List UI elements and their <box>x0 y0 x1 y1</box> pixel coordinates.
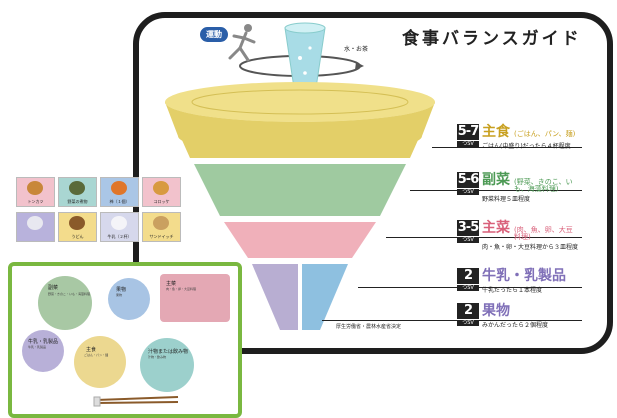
cheese-icon <box>27 216 43 230</box>
category-note: (ごはん、パン、麺) <box>514 130 576 138</box>
food-card[interactable]: 野菜の煮物 <box>58 177 97 207</box>
tonkatsu-icon <box>27 181 43 195</box>
plate-side-dish[interactable] <box>38 276 92 330</box>
plate-milk[interactable] <box>22 330 64 372</box>
plate-soup[interactable] <box>140 338 194 392</box>
category-note: (野菜、きのこ、いも、海藻料理) <box>514 178 573 193</box>
persimmon-icon <box>111 181 127 195</box>
category-name: 副菜 <box>482 172 510 188</box>
sv-unit: つSV <box>457 140 479 147</box>
leader-line-staple <box>432 147 582 148</box>
category-name: 果物 <box>482 303 510 319</box>
category-desc: みかんだったら２個程度 <box>482 322 549 329</box>
tier-staple <box>165 102 435 158</box>
simmered-vegetables-icon <box>69 181 85 195</box>
plate-fruit[interactable] <box>108 278 150 320</box>
category-desc: ごはん(中盛り)だったら４杯程度 <box>482 143 571 150</box>
category-desc: 牛乳だったら１本程度 <box>482 287 543 294</box>
plate-sub: 牛乳・乳製品 <box>28 345 47 349</box>
leader-line-main <box>386 237 582 238</box>
sandwich-icon <box>153 216 169 230</box>
tier-main-dish <box>224 222 376 258</box>
sv-value: 2 <box>457 268 479 284</box>
tier-milk <box>252 264 298 330</box>
food-card-label: コロッケ <box>153 199 170 204</box>
food-card[interactable]: トンカツ <box>16 177 55 207</box>
tier-side-dish <box>194 164 406 216</box>
food-card-label: うどん <box>71 234 84 239</box>
category-note: (肉、魚、卵、大豆料理) <box>514 226 573 241</box>
exercise-label: 運動 <box>200 27 228 42</box>
category-desc: 肉・魚・卵・大豆料理から３皿程度 <box>482 244 579 251</box>
plate-main-dish[interactable] <box>160 274 230 322</box>
food-card-label: 牛乳（２杯） <box>107 234 132 239</box>
plate-label: 副菜 <box>48 285 59 291</box>
spinning-top-diagram <box>165 22 435 330</box>
food-card-label: 柿（１個） <box>109 199 130 204</box>
sv-unit: つSV <box>457 319 479 326</box>
plate-sub: 汁物・飲み物 <box>148 355 167 359</box>
sv-value: 5-6 <box>457 172 479 188</box>
chopsticks-icon <box>93 396 179 407</box>
croquette-icon <box>153 181 169 195</box>
food-card-label: 野菜の煮物 <box>67 199 88 204</box>
food-card[interactable]: 牛乳（２杯） <box>100 212 139 242</box>
plate-sub: ごはん・パン・麺 <box>84 353 109 357</box>
water-label: 水・お茶 <box>344 46 369 53</box>
udon-icon <box>69 216 85 230</box>
plate-sub: 野菜・きのこ・いも・海藻料理 <box>48 292 91 296</box>
leader-line-fruit <box>322 320 582 321</box>
plate-sub: 果物 <box>116 293 123 297</box>
plate-sub: 肉・魚・卵・大豆料理 <box>166 287 197 291</box>
leader-line-side <box>410 190 582 191</box>
sv-value: 5-7 <box>457 124 479 140</box>
guide-title: 食事バランスガイド <box>402 29 582 49</box>
category-name: 主菜 <box>482 220 510 236</box>
source-note: 厚生労働省・農林水産省決定 <box>336 324 402 330</box>
sv-unit: つSV <box>457 284 479 291</box>
plate-label: 果物 <box>116 287 127 293</box>
food-card[interactable]: 柿（１個） <box>100 177 139 207</box>
runner-icon <box>228 24 256 62</box>
food-card[interactable] <box>16 212 55 242</box>
food-card[interactable]: コロッケ <box>142 177 181 207</box>
food-card[interactable]: うどん <box>58 212 97 242</box>
sv-value: 3-5 <box>457 220 479 236</box>
plate-staple[interactable] <box>74 336 126 388</box>
plate-label: 主食 <box>86 347 97 353</box>
sv-value: 2 <box>457 303 479 319</box>
plate-label: 主菜 <box>166 281 177 287</box>
category-name: 牛乳・乳製品 <box>482 268 566 284</box>
food-card-label: トンカツ <box>27 199 44 204</box>
food-card[interactable]: サンドイッチ <box>142 212 181 242</box>
category-name: 主食 <box>482 124 510 140</box>
plate-label: 汁物または飲み物 <box>148 349 189 355</box>
category-desc: 野菜料理５皿程度 <box>482 196 531 203</box>
milk-bottle-icon <box>111 216 127 230</box>
food-card-label: サンドイッチ <box>149 234 174 239</box>
water-glass-icon <box>284 22 326 89</box>
tier-fruit <box>302 264 348 330</box>
sv-unit: つSV <box>457 236 479 243</box>
sv-unit: つSV <box>457 188 479 195</box>
meal-placemat: 副菜 野菜・きのこ・いも・海藻料理 果物 果物 主菜 肉・魚・卵・大豆料理 牛乳… <box>8 262 242 418</box>
plate-label: 牛乳・乳製品 <box>28 339 59 345</box>
